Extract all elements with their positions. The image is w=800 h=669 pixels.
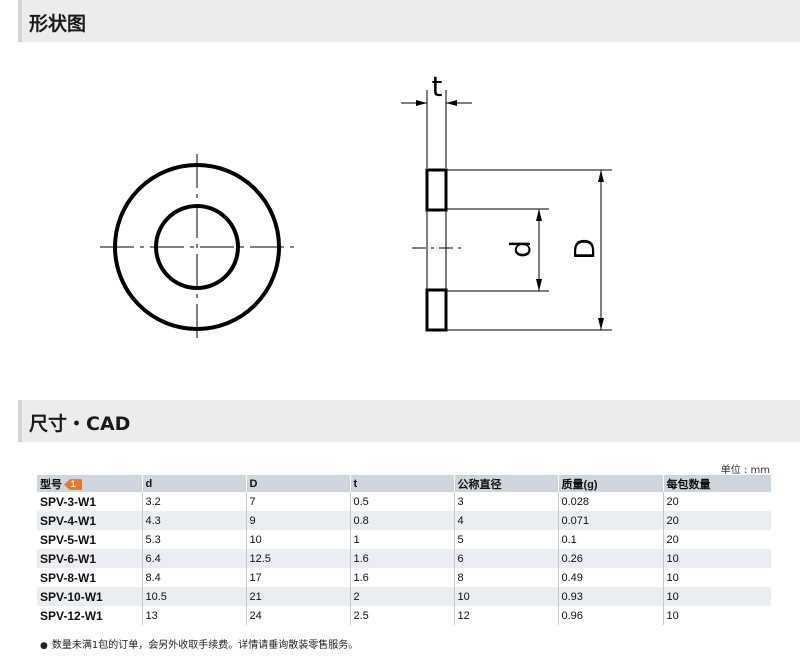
column-header-mass: 质量(g) (557, 475, 663, 492)
cell-mass: 0.1 (557, 530, 663, 549)
cell-pack: 20 (662, 511, 771, 530)
table-row: SPV-5-W1 5.3 10 1 5 0.1 20 (37, 530, 771, 549)
cell-mass: 0.96 (557, 606, 663, 625)
section-title-size: 尺寸・CAD (29, 413, 131, 435)
order-note: ●数量未满1包的订单，会另外收取手续费。详情请垂询散装零售服务。 (40, 636, 358, 651)
cell-D: 12.5 (245, 549, 350, 568)
dimension-label-d: d (504, 240, 537, 258)
column-header-nominal-diameter: 公称直径 (453, 475, 558, 492)
cell-t: 1.6 (349, 568, 454, 587)
washer-side-lower (425, 288, 448, 332)
cell-d: 4.3 (141, 511, 246, 530)
cell-nominal: 5 (453, 530, 558, 549)
model-cell[interactable]: SPV-12-W1 (40, 608, 103, 623)
table-row: SPV-12-W1 13 24 2.5 12 0.96 10 (37, 606, 771, 625)
cell-pack: 10 (662, 549, 771, 568)
cell-nominal: 6 (453, 549, 558, 568)
cell-D: 24 (245, 606, 350, 625)
column-header-d: d (141, 475, 246, 492)
cell-t: 2 (349, 587, 454, 606)
table-row: SPV-4-W1 4.3 9 0.8 4 0.071 20 (37, 511, 771, 530)
dimension-d (446, 208, 549, 292)
cell-pack: 20 (662, 530, 771, 549)
cell-d: 13 (141, 606, 246, 625)
cell-t: 1.6 (349, 549, 454, 568)
cell-D: 17 (245, 568, 350, 587)
washer-front-view (100, 154, 294, 342)
cell-D: 7 (245, 492, 350, 511)
table-row: SPV-8-W1 8.4 17 1.6 8 0.49 10 (37, 568, 771, 587)
dimension-D (446, 169, 612, 331)
dimension-label-t: t (432, 70, 443, 103)
cell-D: 9 (245, 511, 350, 530)
cell-nominal: 12 (453, 606, 558, 625)
cell-D: 21 (245, 587, 350, 606)
cell-d: 6.4 (141, 549, 246, 568)
cell-D: 10 (245, 530, 350, 549)
note-text: 数量未满1包的订单，会另外收取手续费。详情请垂询散装零售服务。 (51, 640, 359, 651)
cell-nominal: 4 (453, 511, 558, 530)
cell-t: 1 (349, 530, 454, 549)
cell-t: 2.5 (349, 606, 454, 625)
model-cell[interactable]: SPV-5-W1 (40, 532, 97, 547)
section-header-size: 尺寸・CAD (18, 400, 800, 442)
washer-side-upper (425, 168, 448, 212)
cell-t: 0.8 (349, 511, 454, 530)
column-header-pack-quantity: 每包数量 (662, 475, 771, 492)
table-row: SPV-6-W1 6.4 12.5 1.6 6 0.26 10 (37, 549, 771, 568)
footnote-badge[interactable]: 1 (64, 479, 82, 491)
cell-d: 8.4 (141, 568, 246, 587)
cell-nominal: 8 (453, 568, 558, 587)
cell-d: 5.3 (141, 530, 246, 549)
table-row: SPV-3-W1 3.2 7 0.5 3 0.028 20 (37, 492, 771, 511)
cell-mass: 0.071 (557, 511, 663, 530)
model-cell[interactable]: SPV-3-W1 (40, 494, 97, 509)
cell-mass: 0.028 (557, 492, 663, 511)
cell-pack: 10 (662, 606, 771, 625)
model-cell[interactable]: SPV-4-W1 (37, 511, 142, 530)
model-cell[interactable]: SPV-6-W1 (37, 549, 142, 568)
cell-d: 3.2 (141, 492, 246, 511)
dimension-t (401, 90, 472, 168)
cell-mass: 0.49 (557, 568, 663, 587)
washer-drawing: t D d (100, 70, 612, 342)
cell-nominal: 10 (453, 587, 558, 606)
cell-pack: 10 (662, 587, 771, 606)
unit-label: 单位 : mm (720, 465, 770, 476)
washer-side-view (412, 168, 462, 332)
dimension-label-D: D (568, 238, 601, 260)
section-header-shape: 形状图 (18, 0, 800, 42)
cell-pack: 10 (662, 568, 771, 587)
model-cell[interactable]: SPV-8-W1 (40, 570, 97, 585)
washer-centerline (100, 154, 294, 342)
cell-t: 0.5 (349, 492, 454, 511)
table-row: SPV-10-W1 10.5 21 2 10 0.93 10 (37, 587, 771, 606)
cell-nominal: 3 (453, 492, 558, 511)
cell-mass: 0.93 (557, 587, 663, 606)
column-header-t: t (349, 475, 454, 492)
model-cell[interactable]: SPV-10-W1 (37, 587, 142, 606)
cell-pack: 20 (662, 492, 771, 511)
section-title-shape: 形状图 (29, 13, 87, 35)
cell-mass: 0.26 (557, 549, 663, 568)
column-header-D: D (245, 475, 350, 492)
bullet-icon: ● (40, 641, 48, 651)
cell-d: 10.5 (141, 587, 246, 606)
